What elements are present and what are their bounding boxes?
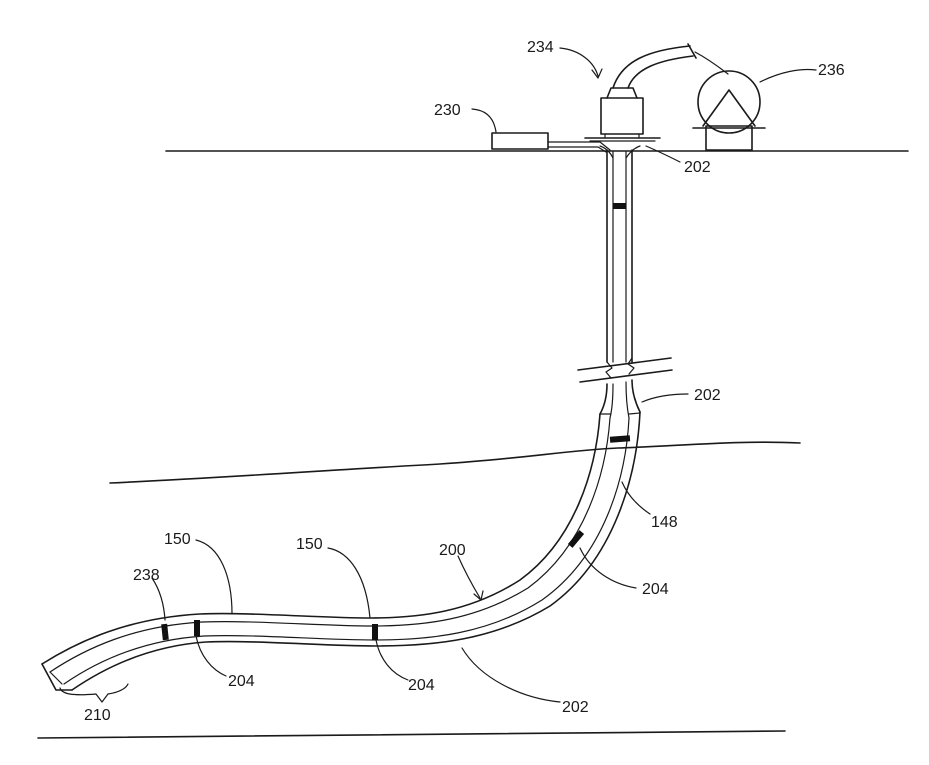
leader-202-bottom	[462, 648, 560, 702]
leader-234	[560, 48, 598, 76]
label-202-mid: 202	[694, 387, 721, 404]
joint-marker-upper	[613, 203, 626, 209]
leader-238	[152, 578, 165, 620]
formation-boundary-line	[110, 442, 800, 483]
vertical-wellbore-upper	[600, 146, 640, 362]
label-230: 230	[434, 102, 461, 119]
reel-icon	[693, 71, 765, 150]
label-204-mid: 204	[408, 677, 435, 694]
vertical-wellbore-lower	[600, 380, 640, 418]
break-symbol	[578, 358, 672, 382]
label-204-left: 204	[228, 673, 255, 690]
leader-236	[760, 70, 816, 83]
leader-148	[622, 482, 650, 514]
label-202-bottom: 202	[562, 699, 589, 716]
bracket-210	[60, 684, 128, 702]
label-236: 236	[818, 62, 845, 79]
leader-150-left	[196, 540, 232, 614]
label-150-left: 150	[164, 531, 191, 548]
reel-feed-line	[695, 52, 728, 74]
label-210: 210	[84, 707, 111, 724]
label-204-right: 204	[642, 581, 669, 598]
label-200: 200	[439, 542, 466, 559]
joint-marker-left	[194, 620, 200, 636]
control-unit-box	[492, 133, 548, 149]
bottom-boundary-line	[38, 731, 785, 738]
joint-marker-mid	[372, 624, 378, 640]
injector-head	[601, 88, 643, 138]
leader-150-mid	[328, 548, 370, 618]
label-150-mid: 150	[296, 536, 323, 553]
leader-202-mid	[642, 394, 688, 402]
label-234: 234	[527, 39, 554, 56]
leader-202-top	[646, 146, 680, 162]
label-148: 148	[651, 514, 678, 531]
gooseneck-inner	[628, 56, 693, 88]
label-238: 238	[133, 567, 160, 584]
leader-200	[458, 556, 480, 598]
leader-230	[472, 109, 496, 132]
gooseneck-outer	[613, 46, 690, 88]
label-202-top: 202	[684, 159, 711, 176]
tubing-wall-lower	[64, 418, 629, 684]
